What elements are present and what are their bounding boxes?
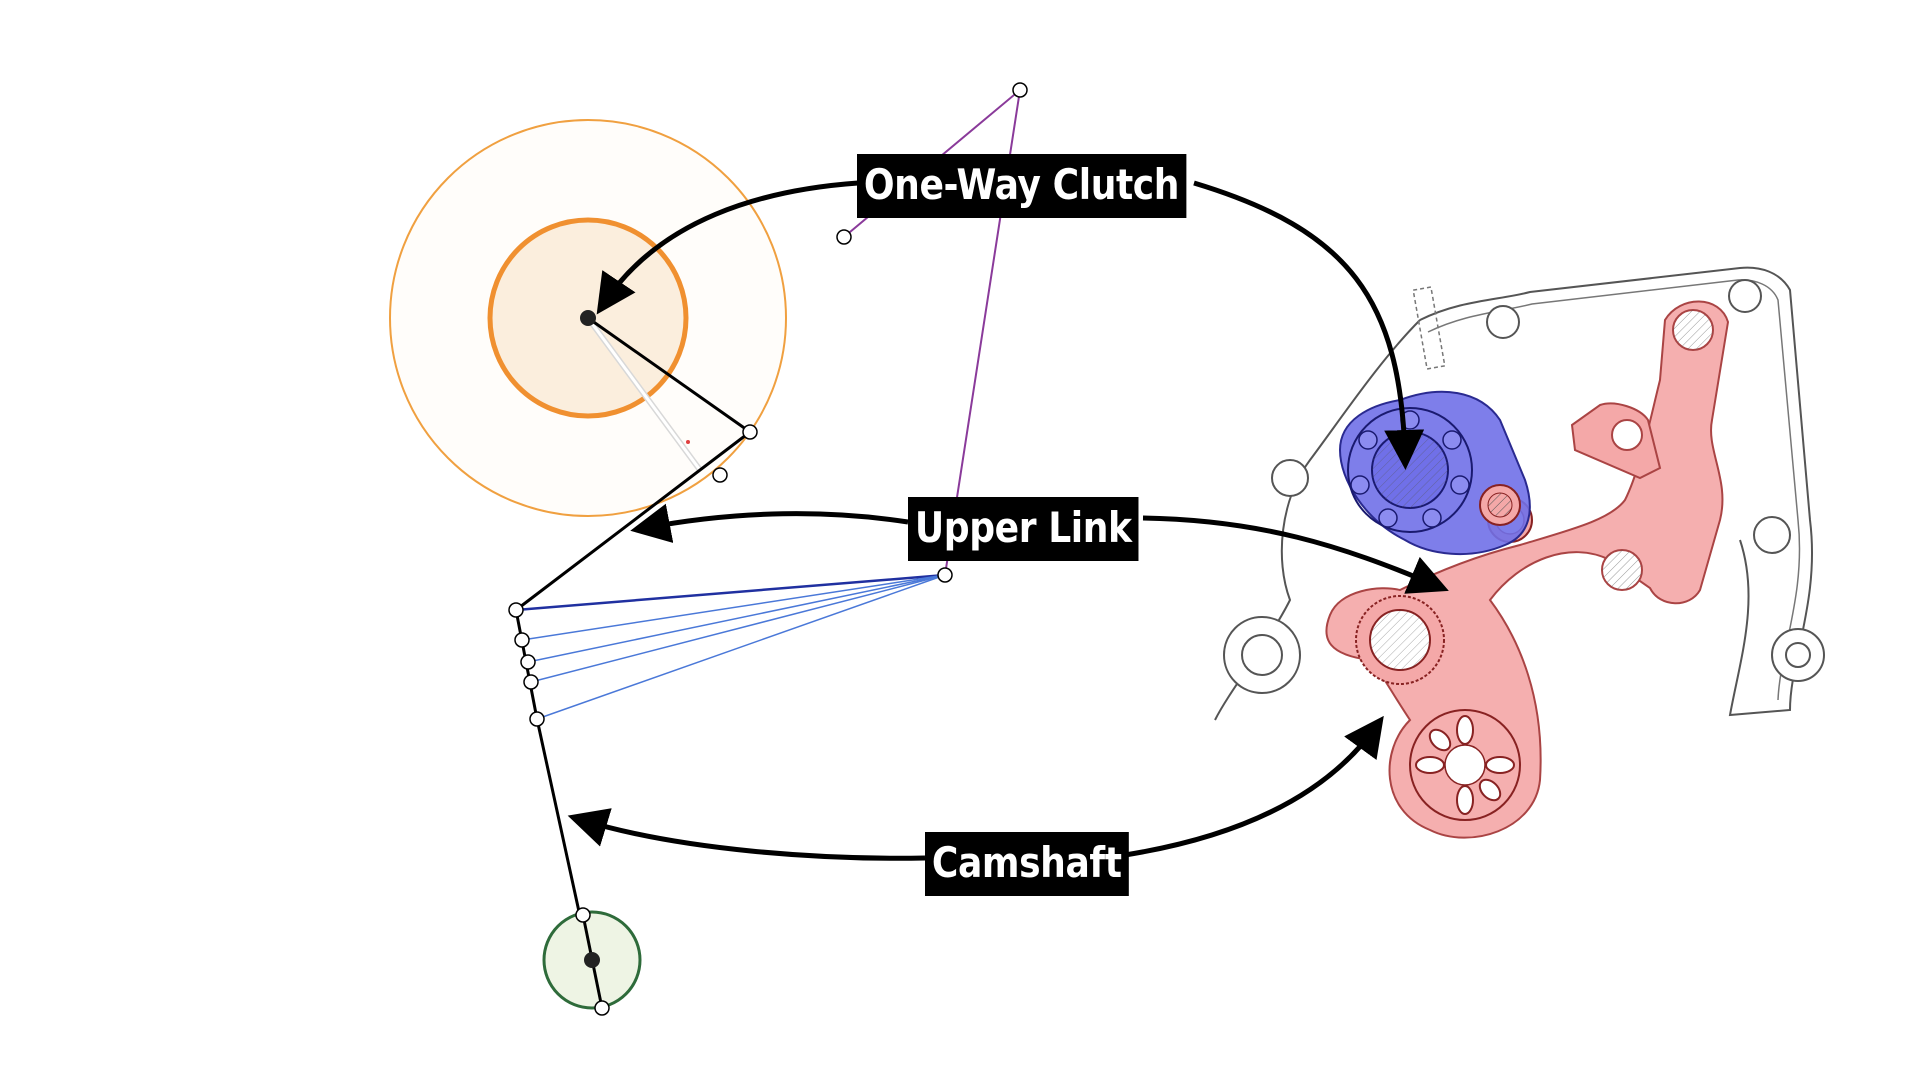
technical-drawing — [1214, 266, 1825, 839]
upper-link-highlight — [1325, 300, 1730, 839]
arrow-link-left — [630, 503, 909, 544]
arrow-cam-left — [567, 808, 926, 861]
camshaft-wheel — [1409, 709, 1521, 821]
pivot-points — [508, 82, 1028, 1016]
arrow-clutch-right — [1193, 180, 1425, 470]
clutch-center — [580, 310, 596, 326]
sweep-lines — [515, 573, 946, 720]
callout-arrows — [567, 180, 1449, 861]
arrow-clutch-left — [596, 180, 859, 315]
one-way-clutch-label: One-Way Clutch — [857, 154, 1186, 218]
schematic-linkage — [389, 82, 1028, 1016]
arrow-link-right — [1142, 515, 1449, 594]
housing-bolts — [1223, 279, 1825, 694]
camshaft-label: Camshaft — [925, 832, 1129, 896]
upper-link-label: Upper Link — [908, 497, 1139, 561]
arrow-cam-right — [1124, 715, 1384, 858]
camshaft-center — [584, 952, 600, 968]
